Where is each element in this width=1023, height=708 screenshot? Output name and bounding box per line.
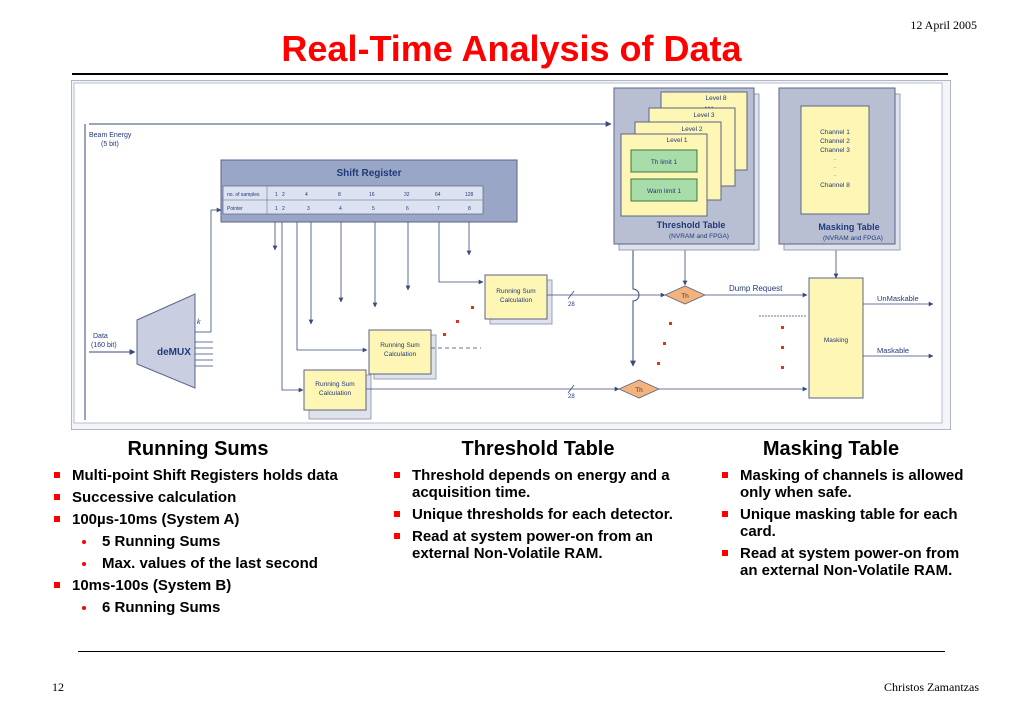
block-diagram: Beam Energy (5 bit) Shift Register no. o… <box>71 80 951 430</box>
shift-register-title: Shift Register <box>336 168 401 179</box>
k-label: k <box>197 319 201 326</box>
sample-cell: 2 <box>282 192 285 198</box>
warn-limit-cell <box>630 178 698 202</box>
unmaskable-label: UnMaskable <box>877 294 919 303</box>
data-bits: (160 bit) <box>91 342 117 349</box>
list-item: Masking of channels is allowed only when… <box>716 467 966 501</box>
tap-lines <box>272 222 484 393</box>
pointer-cell: 1 <box>275 206 278 212</box>
sample-cell: 8 <box>338 192 341 198</box>
threshold-table-box: Level 8 • • • Level 3 Level 2 Level 1 Th… <box>613 87 760 251</box>
slide-date: 12 April 2005 <box>910 18 977 32</box>
masking-block <box>808 277 864 399</box>
svg-text:Channel 1: Channel 1 <box>820 129 850 136</box>
th-limit-cell <box>630 149 698 173</box>
running-sum-block: Running Sum Calculation <box>368 329 437 380</box>
sample-cell: 64 <box>435 192 441 198</box>
sample-cell: 32 <box>404 192 410 198</box>
list-item: Read at system power-on from an external… <box>388 528 708 562</box>
bus-width-label: 28 <box>568 302 575 308</box>
sample-cell: 4 <box>305 192 308 198</box>
list-item: Multi-point Shift Registers holds data <box>48 467 398 484</box>
pointer-cell: 5 <box>372 206 375 212</box>
pointer-cell: 8 <box>468 206 471 212</box>
beam-energy-label: Beam Energy <box>89 132 132 139</box>
threshold-table-heading: Threshold Table <box>461 438 615 460</box>
svg-text:Th: Th <box>681 293 689 300</box>
list-item: 10ms-100s (System B) <box>48 577 398 594</box>
list-item: 6 Running Sums <box>48 599 398 616</box>
svg-text:Channel 2: Channel 2 <box>820 138 850 145</box>
sample-cell: 1 <box>275 192 278 198</box>
list-item: 100µs-10ms (System A) <box>48 511 398 528</box>
svg-text:.: . <box>834 172 836 178</box>
title-rule <box>72 73 948 75</box>
no-of-samples-label: no. of samples <box>227 192 260 198</box>
running-sum-block: Running Sum Calculation <box>303 369 372 420</box>
pointer-label: Pointer <box>227 206 243 212</box>
sample-cell: 128 <box>465 192 474 198</box>
running-sum-block: Running Sum Calculation <box>484 274 553 325</box>
threshold-table-title: Threshold Table <box>657 220 726 230</box>
running-sums-column: Running Sums Multi-point Shift Registers… <box>48 438 398 621</box>
ellipsis-dots <box>443 306 784 369</box>
slide-title: Real-Time Analysis of Data <box>281 28 742 69</box>
list-item: Successive calculation <box>48 489 398 506</box>
running-sums-heading: Running Sums <box>127 438 269 460</box>
svg-text:Th limit 1: Th limit 1 <box>651 159 678 166</box>
svg-text:Running Sum: Running Sum <box>380 342 419 349</box>
page-number: 12 <box>52 680 64 694</box>
level-card <box>620 133 708 217</box>
svg-text:Th: Th <box>635 387 643 394</box>
list-item: Read at system power-on from an external… <box>716 545 966 579</box>
samples-row: 1 2 4 8 16 32 64 128 <box>275 192 474 198</box>
svg-text:Calculation: Calculation <box>319 390 352 397</box>
masking-table-column: Masking Table Masking of channels is all… <box>716 438 966 584</box>
svg-text:Channel 8: Channel 8 <box>820 182 850 189</box>
demux-outputs <box>195 341 213 367</box>
svg-text:Level 1: Level 1 <box>667 137 688 144</box>
dump-request-label: Dump Request <box>729 284 783 293</box>
masking-table-title: Masking Table <box>818 222 879 232</box>
footer-rule <box>78 651 945 652</box>
svg-text:Level 3: Level 3 <box>694 112 715 119</box>
maskable-label: Maskable <box>877 346 909 355</box>
pointers-row: 1 2 3 4 5 6 7 8 <box>275 206 471 212</box>
svg-text:Running Sum: Running Sum <box>496 288 535 295</box>
svg-text:.: . <box>834 156 836 162</box>
svg-text:Level 8: Level 8 <box>706 95 727 102</box>
threshold-table-sub: (NVRAM and FPGA) <box>669 233 729 240</box>
masking-table-heading: Masking Table <box>762 438 900 460</box>
pointer-cell: 7 <box>437 206 440 212</box>
masking-table-box: Channel 1 Channel 2 Channel 3 . . . Chan… <box>778 87 901 251</box>
demux-block <box>136 293 196 389</box>
pointer-cell: 4 <box>339 206 342 212</box>
author: Christos Zamantzas <box>884 680 979 694</box>
pointer-cell: 2 <box>282 206 285 212</box>
list-item: Unique thresholds for each detector. <box>388 506 708 523</box>
list-item: Threshold depends on energy and a acquis… <box>388 467 708 501</box>
list-item: Max. values of the last second <box>48 555 398 572</box>
svg-text:Calculation: Calculation <box>500 297 533 304</box>
svg-text:Running Sum: Running Sum <box>315 381 354 388</box>
demux-label: deMUX <box>157 347 191 358</box>
svg-text:.: . <box>834 164 836 170</box>
masking-label: Masking <box>824 337 849 344</box>
svg-text:Warn limit 1: Warn limit 1 <box>647 188 681 195</box>
bus-width-label: 28 <box>568 394 575 400</box>
pointer-cell: 3 <box>307 206 310 212</box>
channel-card <box>800 105 870 215</box>
threshold-table-column: Threshold Table Threshold depends on ene… <box>388 438 708 567</box>
svg-text:Calculation: Calculation <box>384 351 417 358</box>
list-item: 5 Running Sums <box>48 533 398 550</box>
pointer-cell: 6 <box>406 206 409 212</box>
beam-energy-bits: (5 bit) <box>101 141 119 148</box>
list-item: Unique masking table for each card. <box>716 506 966 540</box>
masking-table-sub: (NVRAM and FPGA) <box>823 235 883 242</box>
data-label: Data <box>93 333 108 340</box>
svg-text:Level 2: Level 2 <box>682 126 703 133</box>
sample-cell: 16 <box>369 192 375 198</box>
svg-text:Channel 3: Channel 3 <box>820 147 850 154</box>
